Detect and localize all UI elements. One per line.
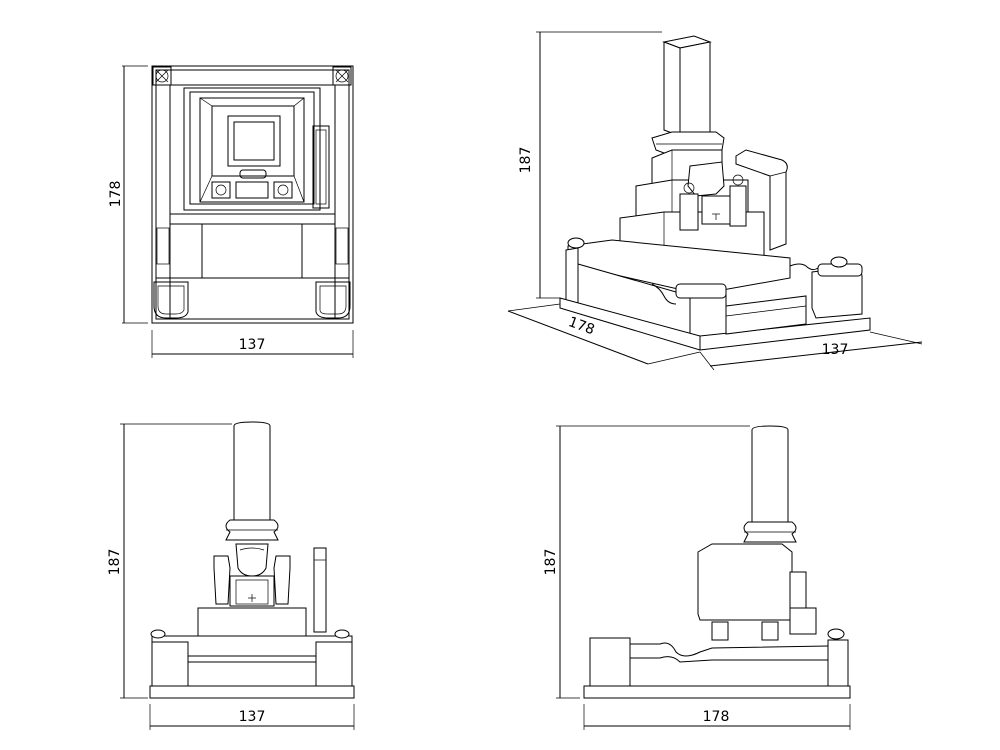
iso-height-dim: 187 (518, 147, 534, 174)
iso-width-dim: 137 (822, 342, 849, 358)
corner-post (152, 66, 172, 86)
iso-view: 187 178 137 (507, 31, 923, 371)
side-height-dim: 187 (543, 549, 559, 576)
top-width-dim: 137 (239, 337, 266, 353)
side-width-dim: 178 (703, 709, 730, 725)
top-height-dim: 178 (108, 181, 124, 208)
front-width-dim: 137 (239, 709, 266, 725)
top-view: 137 178 (108, 65, 354, 358)
side-view: 187 178 (543, 425, 851, 730)
front-height-dim: 187 (107, 549, 123, 576)
front-view: 187 137 (107, 421, 355, 730)
corner-post (332, 66, 352, 86)
